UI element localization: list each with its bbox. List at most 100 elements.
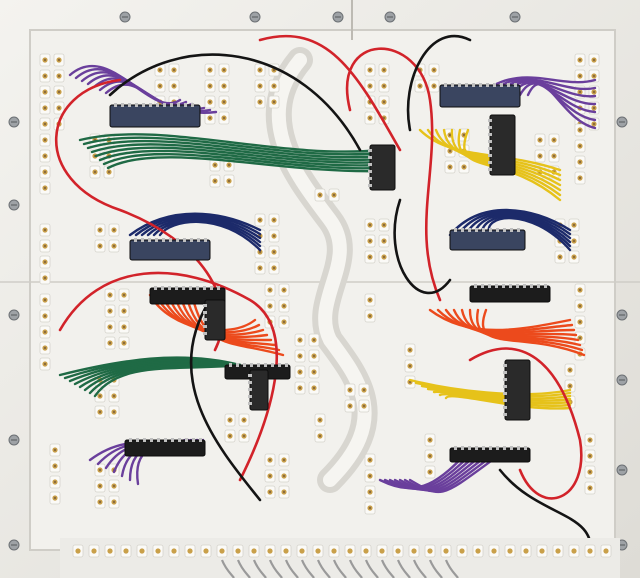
header-pin	[503, 399, 507, 402]
terminal-pin-center	[282, 490, 286, 494]
header-pin	[475, 446, 478, 450]
terminal-pin	[411, 548, 417, 554]
header-pin	[507, 83, 510, 87]
terminal-pin-center	[268, 288, 272, 292]
terminal-pin-center	[298, 386, 302, 390]
breakout-board	[489, 114, 516, 176]
header-pin	[189, 286, 192, 290]
terminal-pin-center	[282, 320, 286, 324]
terminal-pin-center	[93, 170, 97, 174]
header-pin	[486, 83, 489, 87]
terminal-pin-center	[57, 58, 61, 62]
wire	[436, 308, 574, 333]
wire	[348, 559, 363, 578]
terminal-pin-center	[158, 68, 162, 72]
header-pin	[482, 228, 485, 232]
terminal-pin-center	[368, 298, 372, 302]
terminal-pin	[171, 548, 177, 554]
terminal-pin-center	[368, 223, 372, 227]
terminal-pin	[459, 548, 465, 554]
header-pin	[177, 103, 180, 107]
terminal-pin-center	[368, 68, 372, 72]
header-pin	[468, 446, 471, 450]
terminal-pin-center	[368, 239, 372, 243]
terminal-pin	[123, 548, 129, 554]
terminal-pin-center	[312, 386, 316, 390]
terminal-pin-center	[208, 116, 212, 120]
wire	[86, 139, 382, 159]
header-pin	[474, 284, 477, 288]
wire	[412, 559, 427, 578]
header-pin	[141, 238, 144, 242]
header-pin	[134, 238, 137, 242]
header-pin	[203, 286, 206, 290]
header-pin	[368, 149, 372, 152]
terminal-pin	[299, 548, 305, 554]
terminal-pin-center	[432, 68, 436, 72]
header-pin	[368, 156, 372, 159]
terminal-pin-center	[272, 68, 276, 72]
terminal-pin-center	[98, 500, 102, 504]
header-pin	[503, 378, 507, 381]
terminal-pin	[443, 548, 449, 554]
header-pin	[142, 103, 145, 107]
wire	[428, 308, 572, 332]
terminal-pin-center	[98, 244, 102, 248]
terminal-pin-center	[43, 154, 47, 158]
terminal-pin	[107, 548, 113, 554]
header-pin	[488, 284, 491, 288]
wire	[268, 559, 283, 578]
terminal-pin-center	[448, 133, 452, 137]
terminal-pin-center	[43, 228, 47, 232]
wire	[481, 308, 586, 357]
wire	[403, 448, 502, 493]
terminal-pin-center	[222, 84, 226, 88]
header-pin	[128, 103, 131, 107]
terminal-pin-center	[282, 474, 286, 478]
terminal-pin-center	[272, 250, 276, 254]
terminal-pin-center	[98, 228, 102, 232]
terminal-pin-center	[318, 193, 322, 197]
header-pin	[537, 284, 540, 288]
terminal-pin-center	[43, 138, 47, 142]
terminal-pin-center	[348, 388, 352, 392]
terminal-pin-center	[213, 163, 217, 167]
header-pin	[121, 103, 124, 107]
header-pin	[510, 228, 513, 232]
terminal-pin-center	[43, 122, 47, 126]
terminal-pin	[75, 548, 81, 554]
terminal-pin-center	[57, 106, 61, 110]
header-pin	[175, 286, 178, 290]
chips	[109, 83, 551, 463]
wire	[408, 378, 572, 396]
header-pin	[185, 438, 188, 442]
terminal-pin-center	[382, 255, 386, 259]
terminal-pin	[427, 548, 433, 554]
terminal-pin-center	[312, 338, 316, 342]
header-pin	[203, 311, 207, 314]
wire	[442, 128, 562, 187]
terminal-pin-center	[572, 239, 576, 243]
header-pin	[243, 363, 246, 367]
wire	[236, 559, 251, 578]
breakout-board	[204, 299, 226, 341]
terminal-pin-center	[258, 100, 262, 104]
header-pin	[509, 284, 512, 288]
wire	[468, 347, 583, 500]
header-pin	[264, 363, 267, 367]
header-pin	[176, 238, 179, 242]
terminal-pin-center	[408, 348, 412, 352]
terminal-pin-center	[348, 404, 352, 408]
wire	[450, 128, 562, 192]
terminal-pin-center	[258, 68, 262, 72]
terminal-pin-center	[578, 320, 582, 324]
terminal-pin-center	[272, 266, 276, 270]
terminal-pin-center	[578, 74, 582, 78]
terminal-pin-center	[108, 309, 112, 313]
terminal-pin-center	[382, 223, 386, 227]
terminal-pin-center	[43, 346, 47, 350]
terminal-pin-center	[432, 84, 436, 88]
terminal-pin-center	[592, 122, 596, 126]
header-pin	[250, 363, 253, 367]
